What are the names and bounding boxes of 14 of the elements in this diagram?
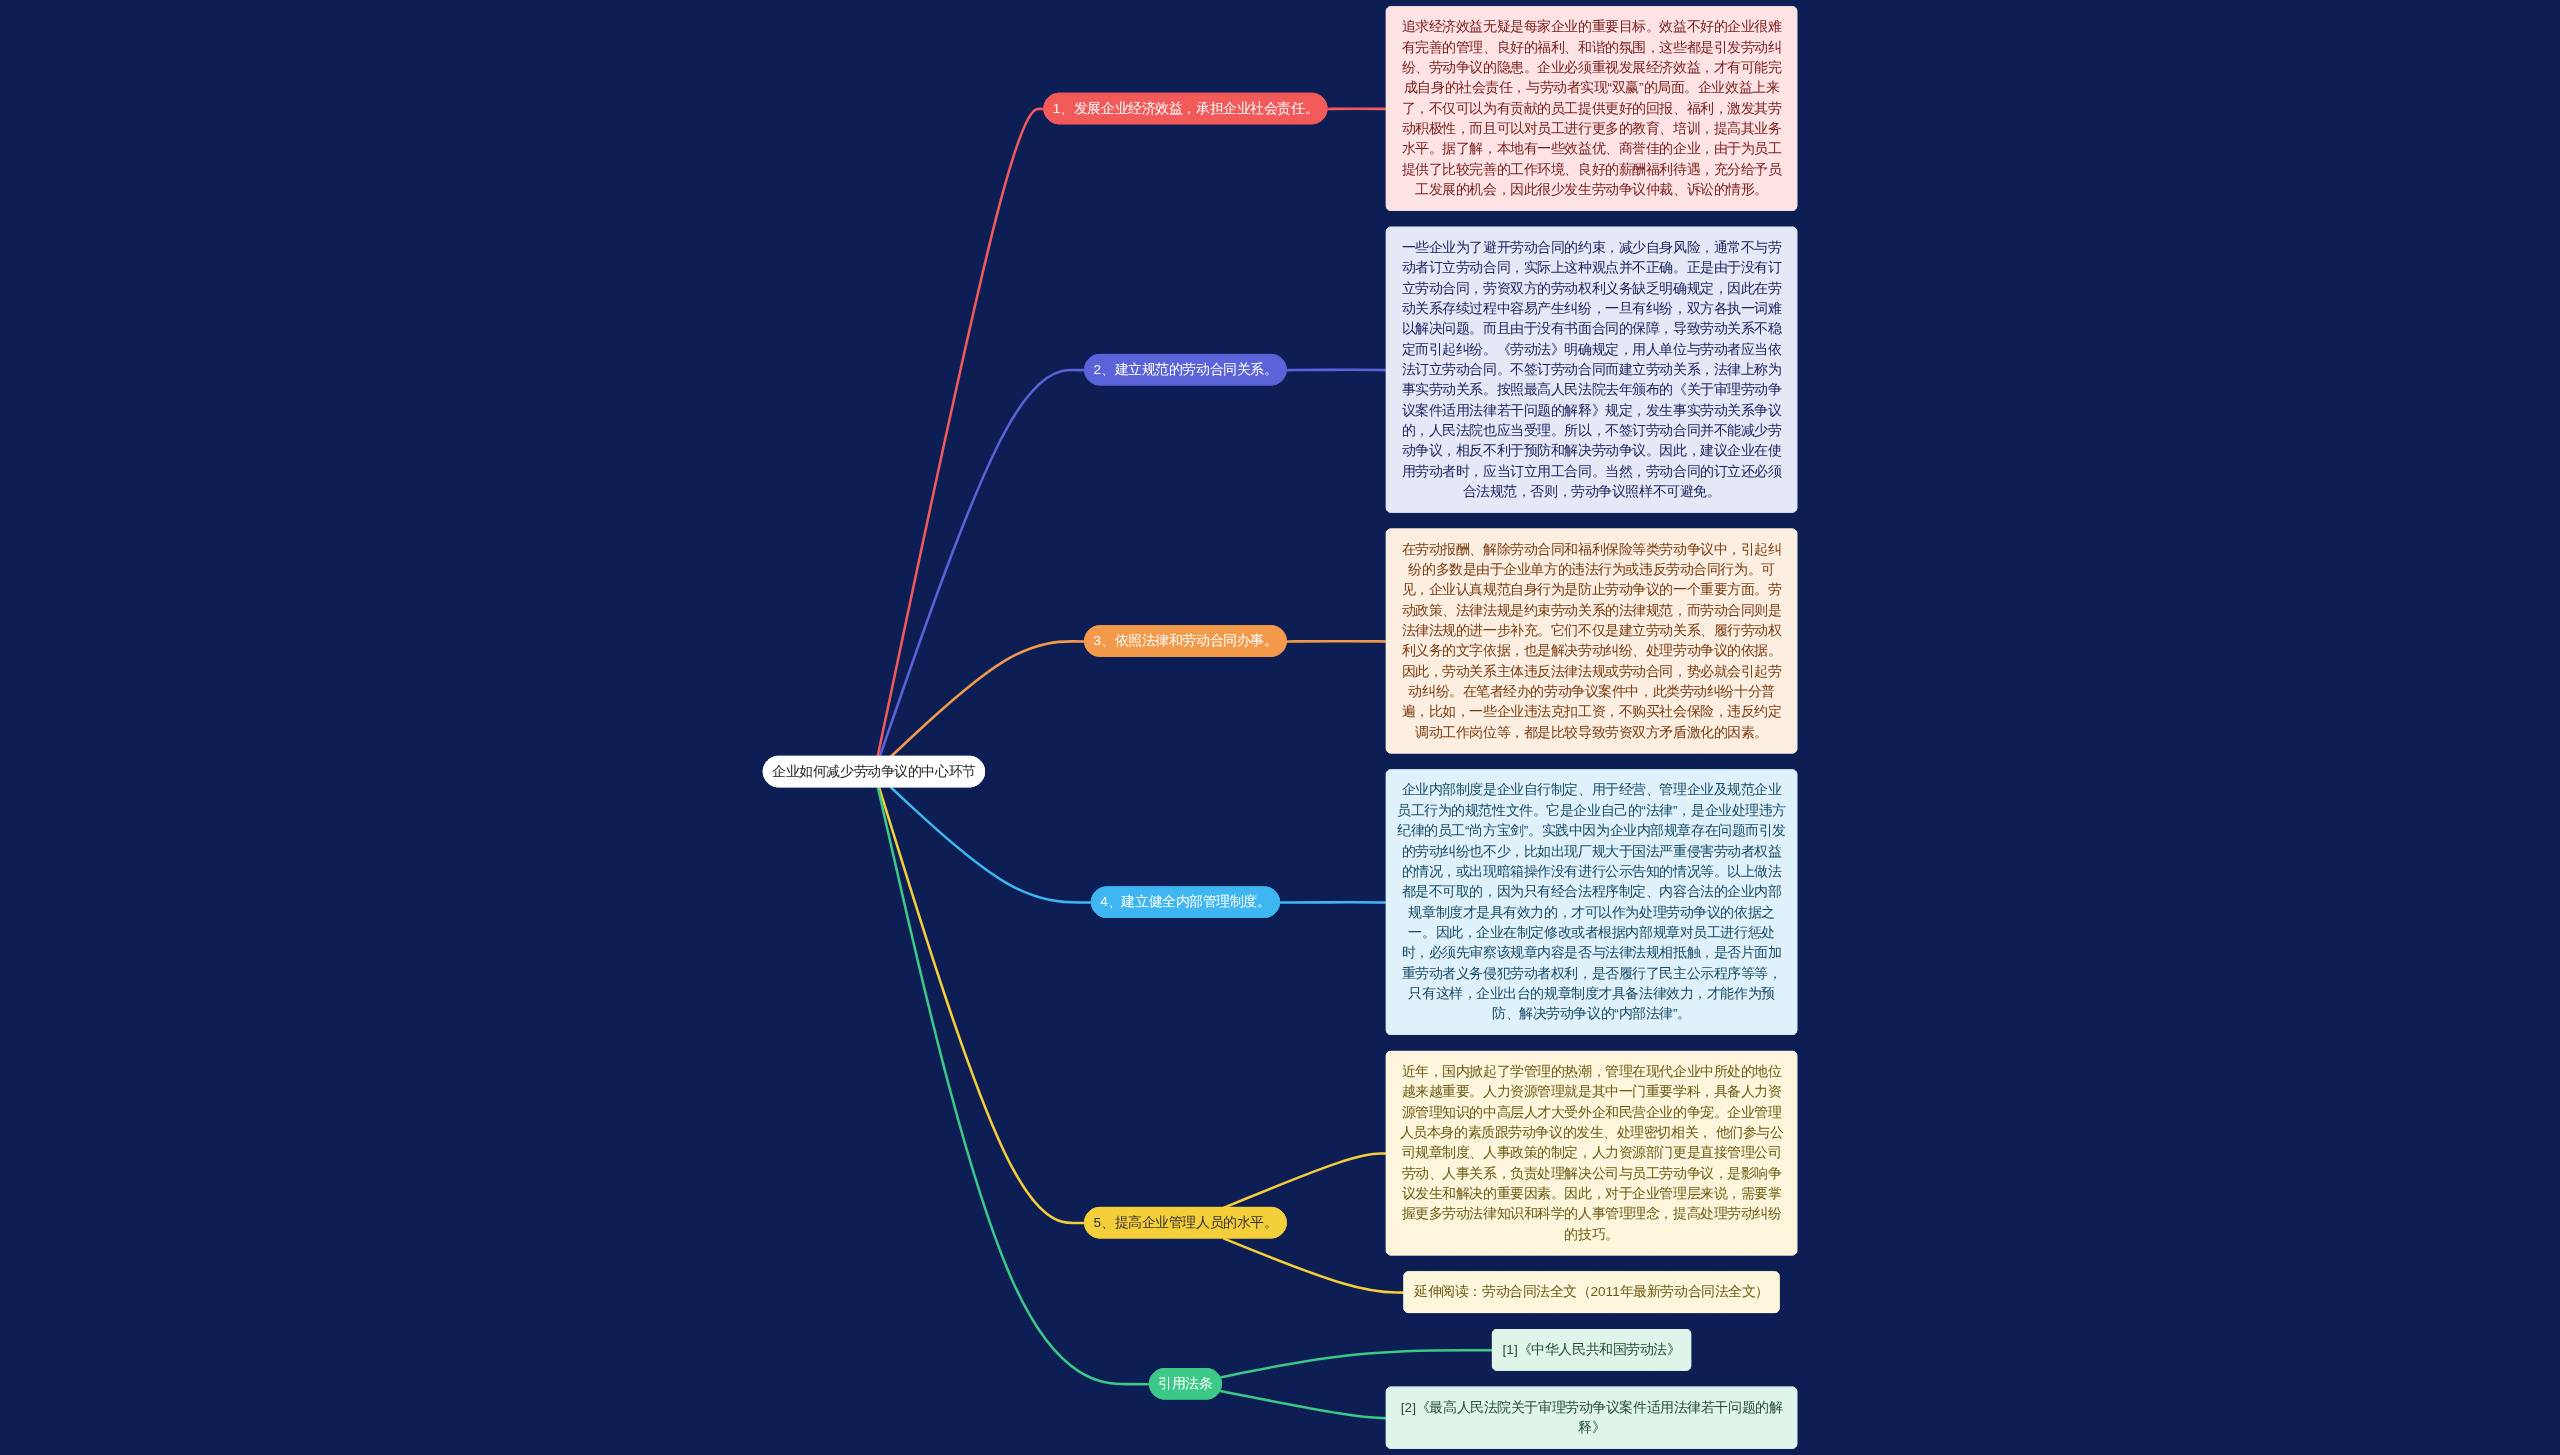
connector — [889, 640, 1086, 758]
connector — [889, 786, 1092, 904]
connector — [877, 786, 1086, 1225]
connector — [1223, 1237, 1405, 1294]
connector — [1279, 901, 1387, 904]
connector — [1220, 1348, 1493, 1379]
connector — [878, 368, 1086, 758]
connector — [1286, 639, 1387, 643]
connector — [1327, 107, 1387, 111]
connector — [876, 787, 1150, 1386]
connector — [876, 107, 1045, 757]
connector — [1222, 1152, 1387, 1209]
connector — [1220, 1389, 1387, 1420]
connector — [1286, 368, 1387, 372]
